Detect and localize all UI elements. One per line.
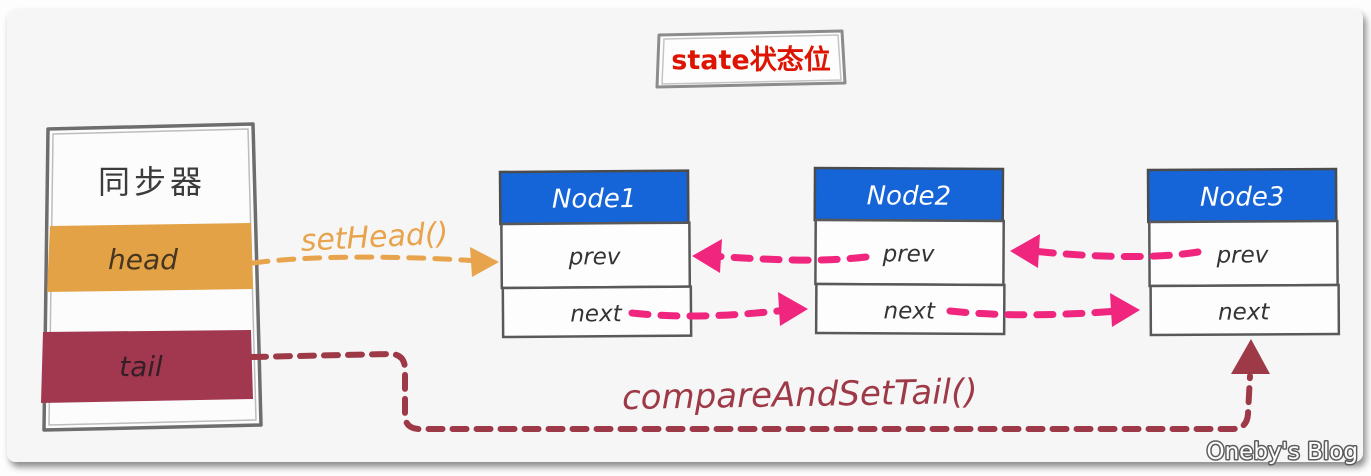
tail-arrow: compareAndSetTail() — [249, 339, 1270, 432]
node-2-next-cell — [814, 282, 1006, 336]
tail-cell — [41, 330, 253, 403]
compareandsettail-label: compareAndSetTail() — [622, 372, 978, 418]
node-2-prev-label: prev — [882, 241, 935, 267]
next-arrow-node2-node3-head — [1110, 293, 1140, 327]
synchronizer-box: 同步器 head tail — [41, 122, 263, 432]
sethead-arrow-line — [250, 254, 483, 266]
head-cell-label: head — [108, 243, 178, 276]
node-3-next-cell — [1149, 283, 1341, 337]
head-cell — [47, 223, 253, 292]
node-3: Node3 prev next — [1146, 167, 1341, 337]
node-1: Node1 prev next — [498, 169, 693, 339]
next-arrow-node2-node3 — [946, 293, 1140, 327]
prev-arrow-node2-node1-line — [708, 252, 870, 264]
prev-arrow-node3-node2-head — [1010, 234, 1040, 268]
node-2-title: Node2 — [867, 181, 952, 211]
state-title-box: state状态位 — [655, 29, 847, 89]
prev-arrow-node2-node1-head — [692, 239, 722, 273]
sethead-arrowhead — [470, 247, 499, 277]
node-3-next-label: next — [1218, 299, 1270, 325]
tail-arrowhead — [1231, 339, 1270, 374]
sethead-label: setHead() — [300, 216, 449, 259]
next-arrow-node1-node2-line — [628, 306, 792, 320]
watermark: Oneby's Blog — [1207, 439, 1359, 465]
node-1-prev-label: prev — [568, 244, 621, 270]
node-2-next-label: next — [884, 298, 936, 324]
state-title-box-border — [655, 29, 847, 89]
state-title: state状态位 — [671, 44, 830, 76]
node-3-title: Node3 — [1200, 182, 1285, 212]
sethead-arrow: setHead() — [250, 216, 499, 277]
node-3-prev-label: prev — [1215, 242, 1268, 268]
next-arrow-node1-node2-head — [778, 292, 808, 326]
prev-arrow-node3-node2 — [1010, 234, 1202, 268]
node-1-next-cell — [501, 285, 693, 339]
synchronizer-inner-border — [48, 128, 257, 426]
node-1-title: Node1 — [552, 184, 637, 215]
next-arrow-node2-node3-line — [946, 307, 1122, 319]
tail-cell-label: tail — [119, 350, 163, 383]
node-2: Node2 prev next — [813, 166, 1006, 336]
prev-arrow-node2-node1 — [692, 239, 870, 273]
state-title-box-inner-border — [661, 34, 842, 85]
node-1-next-label: next — [570, 301, 623, 327]
next-arrow-node1-node2 — [628, 292, 808, 326]
synchronizer-label: 同步器 — [98, 163, 206, 201]
prev-arrow-node3-node2-line — [1028, 247, 1202, 261]
tail-arrow-line — [249, 350, 1253, 432]
